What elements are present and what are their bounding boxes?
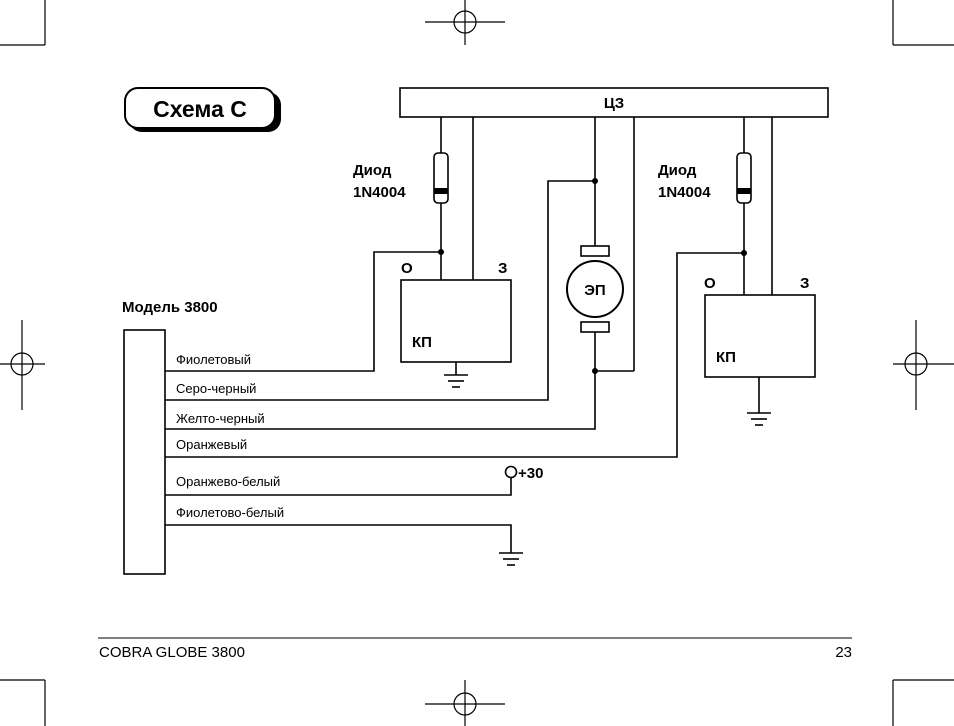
footer-page-number: 23 xyxy=(835,644,852,661)
module-ground-icon xyxy=(499,552,523,566)
right-diode-icon xyxy=(736,152,752,204)
wire-lines xyxy=(165,180,744,553)
left-diode-name: Диод xyxy=(353,162,392,179)
right-switch-closed-label: З xyxy=(800,275,809,292)
right-diode-name: Диод xyxy=(658,162,697,179)
wire-label-yellow-black: Желто-черный xyxy=(176,411,265,426)
right-diode-part: 1N4004 xyxy=(658,184,711,201)
module-label: Модель 3800 xyxy=(122,299,218,316)
bus-label: ЦЗ xyxy=(604,95,624,112)
motor-top-dot xyxy=(592,178,598,184)
right-switch-open-label: О xyxy=(704,275,716,292)
central-lock-bus xyxy=(399,87,829,118)
motor-label: ЭП xyxy=(584,282,605,299)
motor-brush-bottom xyxy=(580,321,610,333)
power-label: +30 xyxy=(518,465,543,482)
title-badge: Схема С xyxy=(124,87,281,132)
wire-label-grey-black: Серо-черный xyxy=(176,381,256,396)
wire-label-violet-white: Фиолетово-белый xyxy=(176,505,284,520)
right-door-switch-box xyxy=(704,294,816,378)
motor-bottom-dot xyxy=(592,368,598,374)
left-diode-icon xyxy=(433,152,449,204)
right-junction-dot xyxy=(741,250,747,256)
right-ground-icon xyxy=(747,412,771,426)
registration-mark-bottom xyxy=(425,680,505,726)
motor-brush-top xyxy=(580,245,610,257)
wire-label-orange: Оранжевый xyxy=(176,437,247,452)
left-door-switch-box xyxy=(400,279,512,363)
motor-icon xyxy=(566,260,624,318)
left-diode-band xyxy=(434,188,448,194)
left-ground-icon xyxy=(444,374,468,388)
wire-label-violet: Фиолетовый xyxy=(176,352,251,367)
diagram-title: Схема С xyxy=(153,96,247,122)
left-junction-dot xyxy=(438,249,444,255)
registration-mark-top xyxy=(425,0,505,45)
motor-branch xyxy=(594,117,635,372)
wire-label-orange-white: Оранжево-белый xyxy=(176,474,280,489)
module-block xyxy=(123,329,166,575)
right-diode-band xyxy=(737,188,751,194)
right-switch-name: КП xyxy=(716,349,736,366)
left-switch-name: КП xyxy=(412,334,432,351)
footer-product: COBRA GLOBE 3800 xyxy=(99,644,245,661)
left-diode-part: 1N4004 xyxy=(353,184,406,201)
registration-mark-right xyxy=(893,320,954,410)
left-switch-open-label: О xyxy=(401,260,413,277)
left-switch-closed-label: З xyxy=(498,260,507,277)
registration-mark-left xyxy=(0,320,45,410)
power-terminal-icon xyxy=(504,465,518,479)
